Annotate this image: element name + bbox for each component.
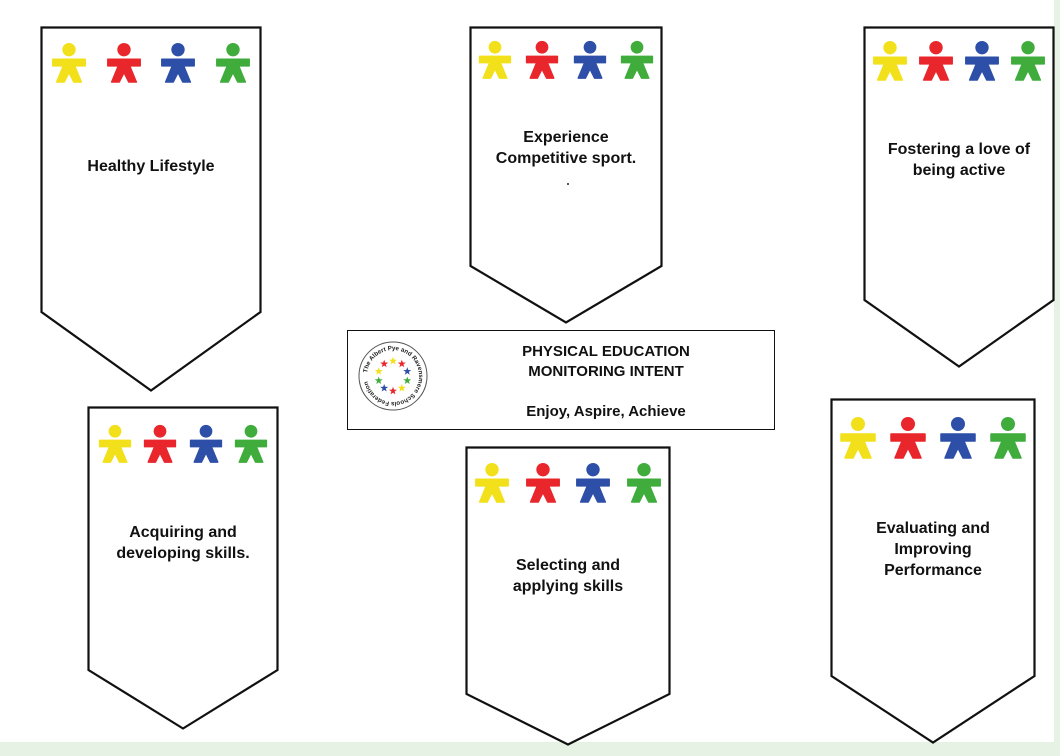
figures-row <box>869 40 1049 82</box>
logo-star-icon <box>380 359 389 368</box>
pennant-shape <box>465 446 671 746</box>
yellow-figure-icon <box>840 417 876 459</box>
pennant-fostering-love: Fostering a love of being active <box>863 26 1055 368</box>
pennant-competitive-sport: Experience Competitive sport. <box>469 26 663 324</box>
green-figure-icon <box>990 417 1026 459</box>
pennant-outline <box>469 26 663 324</box>
pennant-healthy-lifestyle: Healthy Lifestyle <box>40 26 262 392</box>
green-figure-icon <box>234 424 268 463</box>
pennant-label: Experience Competitive sport. <box>495 129 637 167</box>
logo-star-icon <box>403 376 412 385</box>
yellow-figure-icon <box>873 40 907 81</box>
logo-star-icon <box>380 383 389 392</box>
red-figure-icon <box>525 462 560 503</box>
pennant-outline <box>830 398 1036 744</box>
pennant-shape <box>830 398 1036 744</box>
pennant-label: Evaluating and Improving Performance <box>876 520 990 579</box>
pennant-shape <box>87 406 279 730</box>
figures-row <box>48 42 254 84</box>
yellow-figure-icon <box>478 40 512 79</box>
pennant-selecting-skills: Selecting and applying skills <box>465 446 671 746</box>
logo-star-icon <box>389 356 397 365</box>
pennant-shape <box>469 26 663 324</box>
pennant-outline <box>87 406 279 730</box>
red-figure-icon <box>890 417 926 459</box>
green-figure-icon <box>1011 40 1045 81</box>
red-figure-icon <box>106 42 141 83</box>
pennant-label: Selecting and applying skills <box>512 557 624 595</box>
blue-figure-icon <box>576 462 611 503</box>
blue-figure-icon <box>189 424 222 463</box>
green-figure-icon <box>216 42 250 83</box>
logo-star-ring <box>374 356 412 395</box>
blue-figure-icon <box>161 42 196 83</box>
green-figure-icon <box>620 40 654 79</box>
figures-row <box>836 416 1030 460</box>
figures-row <box>471 462 665 504</box>
logo-star-icon <box>397 359 406 368</box>
pennant-outline <box>465 446 671 746</box>
red-figure-icon <box>526 40 559 79</box>
pennant-label: Acquiring and developing skills. <box>116 524 250 562</box>
red-figure-icon <box>144 424 177 463</box>
pennant-outline <box>863 26 1055 368</box>
stray-dot <box>567 183 569 185</box>
pennant-label: Healthy Lifestyle <box>87 158 215 175</box>
yellow-figure-icon <box>98 424 132 463</box>
logo-star-icon <box>389 386 397 395</box>
blue-figure-icon <box>940 417 976 459</box>
motto: Enjoy, Aspire, Achieve <box>526 403 686 420</box>
blue-figure-icon <box>965 40 999 81</box>
yellow-figure-icon <box>52 42 86 83</box>
page-title: PHYSICAL EDUCATION MONITORING INTENT <box>438 342 774 382</box>
bottom-strip <box>0 742 1060 756</box>
title-line-2: MONITORING INTENT <box>528 363 684 380</box>
right-strip <box>1054 0 1060 756</box>
figures-row <box>475 40 657 80</box>
federation-logo: The Albert Pye and Ravensmere Schools Fe… <box>358 341 428 411</box>
blue-figure-icon <box>573 40 606 79</box>
pennant-label: Fostering a love of being active <box>887 141 1031 179</box>
yellow-figure-icon <box>475 462 509 503</box>
logo-star-icon <box>397 383 406 392</box>
logo-star-icon <box>374 376 383 385</box>
pennant-outline <box>40 26 262 392</box>
pennant-acquiring-skills: Acquiring and developing skills. <box>87 406 279 730</box>
title-line-1: PHYSICAL EDUCATION <box>522 343 690 360</box>
logo-star-icon <box>374 367 383 375</box>
pennant-shape <box>40 26 262 392</box>
green-figure-icon <box>627 462 661 503</box>
center-title-box: The Albert Pye and Ravensmere Schools Fe… <box>347 330 775 430</box>
figures-row <box>95 424 271 464</box>
pennant-evaluating-performance: Evaluating and Improving Performance <box>830 398 1036 744</box>
pennant-shape <box>863 26 1055 368</box>
logo-star-icon <box>403 367 412 375</box>
red-figure-icon <box>919 40 953 81</box>
